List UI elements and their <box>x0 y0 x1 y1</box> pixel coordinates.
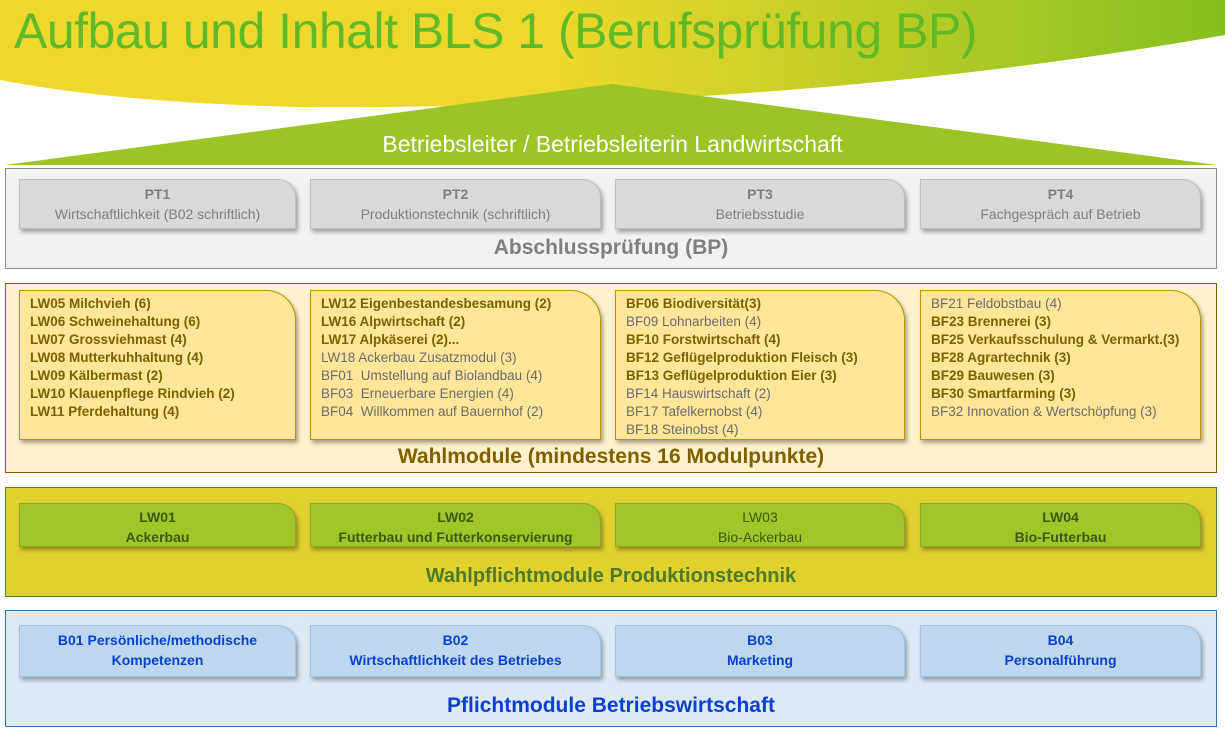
module-column: BF06 Biodiversität(3) BF09 Lohnarbeiten (… <box>615 290 905 440</box>
module-item: LW05 Milchvieh (6) <box>30 296 151 311</box>
exam-code: PT1 <box>144 186 171 202</box>
module-item: LW09 Kälbermast (2) <box>30 368 163 383</box>
module-name: Bio-Ackerbau <box>717 529 803 545</box>
exam-code: PT2 <box>442 186 469 202</box>
module-item: BF28 Agrartechnik (3) <box>931 350 1071 365</box>
module-item: BF09 Lohnarbeiten (4) <box>626 314 762 329</box>
page-title: Aufbau und Inhalt BLS 1 (Berufsprüfung B… <box>14 3 977 59</box>
exam-code: PT4 <box>1047 186 1074 202</box>
module-item: LW08 Mutterkuhhaltung (4) <box>30 350 204 365</box>
exam-name: Betriebsstudie <box>715 206 805 222</box>
module-item: BF30 Smartfarming (3) <box>931 386 1076 401</box>
module-item: BF12 Geflügelproduktion Fleisch (3) <box>626 350 858 365</box>
module-item: LW17 Alpkäserei (2)... <box>321 332 460 347</box>
module-item: LW12 Eigenbestandesbesamung (2) <box>321 296 552 311</box>
module-item: LW18 Ackerbau Zusatzmodul (3) <box>321 350 517 365</box>
module-item: BF18 Steinobst (4) <box>626 422 739 437</box>
module-column: LW05 Milchvieh (6) LW06 Schweinehaltung (… <box>19 290 296 440</box>
module-column: LW12 Eigenbestandesbesamung (2) LW16 Alpw… <box>310 290 601 440</box>
module-item: BF06 Biodiversität(3) <box>626 296 762 311</box>
section-label: Wahlmodule (mindestens 16 Modulpunkte) <box>397 445 825 468</box>
module-item: LW07 Grossviehmast (4) <box>30 332 187 347</box>
exam-name: Produktionstechnik (schriftlich) <box>360 206 551 222</box>
module-item: BF10 Forstwirtschaft (4) <box>626 332 781 347</box>
module-item: BF13 Geflügelproduktion Eier (3) <box>626 368 837 383</box>
module-code: B04 <box>1047 632 1074 648</box>
module-item: BF04 Willkommen auf Bauernhof (2) <box>321 404 544 419</box>
module-code: LW03 <box>742 509 778 525</box>
module-item: LW16 Alpwirtschaft (2) <box>321 314 466 329</box>
section-wahlmodule: LW05 Milchvieh (6) LW06 Schweinehaltung (… <box>5 283 1217 473</box>
module-item: BF03 Erneuerbare Energien (4) <box>321 386 514 401</box>
section-label: Abschlussprüfung (BP) <box>493 236 729 259</box>
module-item: BF01 Umstellung auf Biolandbau (4) <box>321 368 543 383</box>
section-label: Wahlpflichtmodule Produktionstechnik <box>425 565 797 587</box>
header-swoosh <box>0 0 1225 108</box>
module-name: Personalführung <box>1004 652 1117 668</box>
roof-triangle <box>5 84 1217 165</box>
module-item: LW10 Klauenpflege Rindvieh (2) <box>30 386 235 401</box>
header-background <box>0 0 1225 165</box>
module-name: Bio-Futterbau <box>1014 529 1107 545</box>
module-code: LW04 <box>1042 509 1079 525</box>
module-name: Marketing <box>726 652 794 668</box>
module-item: BF29 Bauwesen (3) <box>931 368 1055 383</box>
module-item: BF17 Tafelkernobst (4) <box>626 404 763 419</box>
module-item: LW06 Schweinehaltung (6) <box>30 314 201 329</box>
module-item: BF23 Brennerei (3) <box>931 314 1052 329</box>
module-code: B02 <box>442 632 469 648</box>
module-code: B01 Persönliche/methodische <box>57 632 258 648</box>
module-name: Kompetenzen <box>111 652 204 668</box>
module-item: BF25 Verkaufsschulung & Vermarkt.(3) <box>931 332 1180 347</box>
module-name: Wirtschaftlichkeit des Betriebes <box>349 652 562 668</box>
exam-name: Fachgespräch auf Betrieb <box>980 206 1141 222</box>
module-code: LW01 <box>139 509 176 525</box>
module-item: BF14 Hauswirtschaft (2) <box>626 386 771 401</box>
module-item: LW11 Pferdehaltung (4) <box>30 404 180 419</box>
module-item: BF32 Innovation & Wertschöpfung (3) <box>931 404 1157 419</box>
section-label: Pflichtmodule Betriebswirtschaft <box>447 694 775 717</box>
module-name: Ackerbau <box>125 529 190 545</box>
module-name: Futterbau und Futterkonservierung <box>338 529 573 545</box>
module-item: BF21 Feldobstbau (4) <box>931 296 1062 311</box>
module-column: BF21 Feldobstbau (4) BF23 Brennerei (3) BF… <box>920 290 1201 440</box>
module-code: B03 <box>747 632 773 648</box>
roof-subtitle: Betriebsleiter / Betriebsleiterin Landwi… <box>382 131 843 157</box>
exam-code: PT3 <box>747 186 773 202</box>
exam-name: Wirtschaftlichkeit (B02 schriftlich) <box>54 206 261 222</box>
module-code: LW02 <box>437 509 474 525</box>
